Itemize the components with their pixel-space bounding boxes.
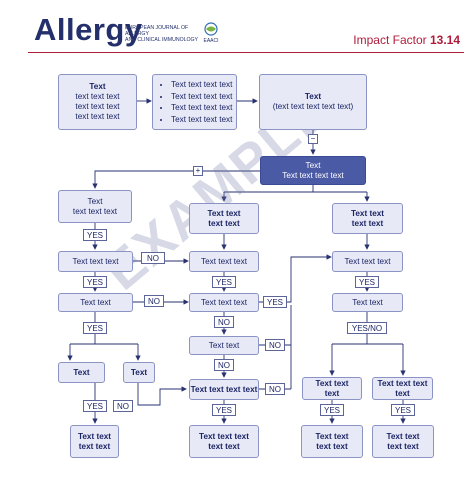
top-left-line3: text text text bbox=[75, 112, 120, 121]
right-question-1: Text text text bbox=[332, 251, 403, 272]
top-left-line1: text text text bbox=[75, 92, 120, 101]
right-end-a-line2: text text bbox=[316, 441, 348, 451]
right-end-a-line1: Text text bbox=[315, 431, 349, 441]
bullet-item: Text text text text bbox=[171, 114, 232, 126]
right-head-line2: text text bbox=[351, 218, 384, 228]
left-head-box: Text text text text bbox=[58, 190, 132, 223]
mid-head-line1: Text text bbox=[207, 208, 241, 218]
right-end-b-line2: text text bbox=[387, 441, 419, 451]
yes-label: YES bbox=[263, 296, 287, 308]
left-question-2: Text text bbox=[58, 293, 133, 312]
top-left-line2: text text text bbox=[75, 102, 120, 111]
right-split-a-line2: text bbox=[324, 388, 340, 398]
yes-label: YES bbox=[212, 276, 236, 288]
header-rule bbox=[28, 52, 464, 53]
journal-header: Allergy EUROPEAN JOURNAL OF ALLERGY AND … bbox=[0, 0, 474, 60]
impact-factor-value: 13.14 bbox=[429, 33, 460, 47]
right-split-b: Text text text text bbox=[372, 377, 433, 400]
no-label: NO bbox=[265, 383, 285, 395]
expand-plus-icon[interactable]: + bbox=[193, 166, 203, 176]
top-right-title: Text bbox=[304, 92, 322, 101]
mid-end-box: Text text text text text bbox=[189, 425, 259, 458]
mid-question-4: Text text text text bbox=[189, 379, 259, 400]
journal-subtitle-line1: EUROPEAN JOURNAL OF ALLERGY bbox=[125, 25, 189, 37]
right-end-b-line1: Text text bbox=[386, 431, 420, 441]
left-question-1: Text text text bbox=[58, 251, 133, 272]
journal-subtitle-line2: AND CLINICAL IMMUNOLOGY bbox=[125, 37, 199, 43]
right-end-box-b: Text text text text bbox=[372, 425, 434, 458]
yes-label: YES bbox=[391, 404, 415, 416]
mid-question-2: Text text text bbox=[189, 293, 259, 312]
no-label: NO bbox=[265, 339, 285, 351]
yes-label: YES bbox=[83, 400, 107, 412]
bullet-item: Text text text text bbox=[171, 91, 232, 103]
center-line1: Text text text text bbox=[282, 170, 344, 180]
journal-logo: Allergy bbox=[34, 12, 143, 47]
mid-head-line2: text text bbox=[208, 218, 240, 228]
yes-label: YES bbox=[320, 404, 344, 416]
mid-question-3: Text text bbox=[189, 336, 259, 355]
top-right-line1: (text text text text text) bbox=[272, 102, 354, 111]
bullet-item: Text text text text bbox=[171, 102, 232, 114]
bullet-item: Text text text text bbox=[171, 79, 232, 91]
journal-subtitle: EUROPEAN JOURNAL OF ALLERGY AND CLINICAL… bbox=[125, 25, 205, 43]
yes-label: YES bbox=[83, 322, 107, 334]
left-end-box: Text text text text bbox=[70, 425, 119, 458]
right-split-a-line1: Text text bbox=[315, 378, 349, 388]
left-split-a: Text bbox=[58, 362, 105, 383]
impact-factor: Impact Factor 13.14 bbox=[353, 33, 460, 47]
top-left-box: Text text text text text text text text … bbox=[58, 74, 137, 130]
no-label: NO bbox=[141, 252, 165, 264]
right-end-box-a: Text text text text bbox=[301, 425, 363, 458]
center-box: Text Text text text text bbox=[260, 156, 366, 185]
no-label: NO bbox=[214, 316, 234, 328]
right-head-line1: Text text bbox=[350, 208, 385, 218]
collapse-minus-icon[interactable]: − bbox=[308, 134, 318, 144]
mid-end-line2: text text bbox=[208, 441, 240, 451]
yes-label: YES bbox=[355, 276, 379, 288]
eaaci-logo-text: EAACI bbox=[203, 38, 218, 44]
left-head-line1: text text text bbox=[72, 206, 118, 216]
right-question-2: Text text bbox=[332, 293, 403, 312]
no-label: NO bbox=[214, 359, 234, 371]
top-left-title: Text bbox=[89, 82, 106, 91]
mid-question-1: Text text text bbox=[189, 251, 259, 272]
left-split-b: Text bbox=[123, 362, 155, 383]
yesno-label: YES/NO bbox=[347, 322, 387, 334]
mid-head-box: Text text text text bbox=[189, 203, 259, 234]
mid-end-line1: Text text text bbox=[199, 431, 249, 441]
no-label: NO bbox=[144, 295, 164, 307]
right-head-box: Text text text text bbox=[332, 203, 403, 234]
no-label: NO bbox=[113, 400, 133, 412]
impact-factor-label: Impact Factor bbox=[353, 33, 430, 47]
top-right-box: Text (text text text text text) bbox=[259, 74, 367, 130]
bullet-list-box: Text text text text Text text text text … bbox=[152, 74, 237, 130]
eaaci-logo-icon: EAACI bbox=[203, 22, 219, 44]
yes-label: YES bbox=[83, 276, 107, 288]
center-title: Text bbox=[305, 160, 321, 170]
left-end-line2: text text bbox=[78, 441, 111, 451]
left-head-title: Text bbox=[87, 196, 103, 206]
right-split-a: Text text text bbox=[302, 377, 362, 400]
yes-label: YES bbox=[83, 229, 107, 241]
bullet-list: Text text text text Text text text text … bbox=[161, 79, 232, 125]
left-end-line1: Text text bbox=[77, 431, 112, 441]
yes-label: YES bbox=[212, 404, 236, 416]
